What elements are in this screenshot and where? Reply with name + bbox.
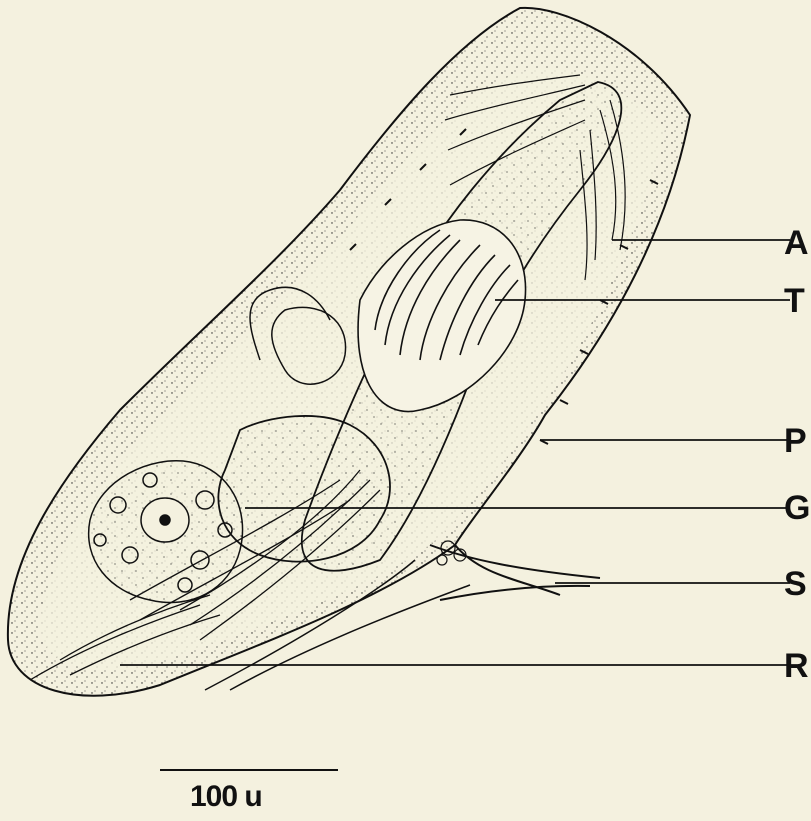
scale-bar-label: 100 u	[190, 782, 262, 812]
label-P: P	[784, 424, 807, 458]
label-G: G	[784, 491, 810, 525]
label-A: A	[784, 226, 809, 260]
label-R: R	[784, 649, 809, 683]
label-T: T	[784, 284, 805, 318]
stolon	[430, 545, 600, 600]
label-S: S	[784, 567, 807, 601]
